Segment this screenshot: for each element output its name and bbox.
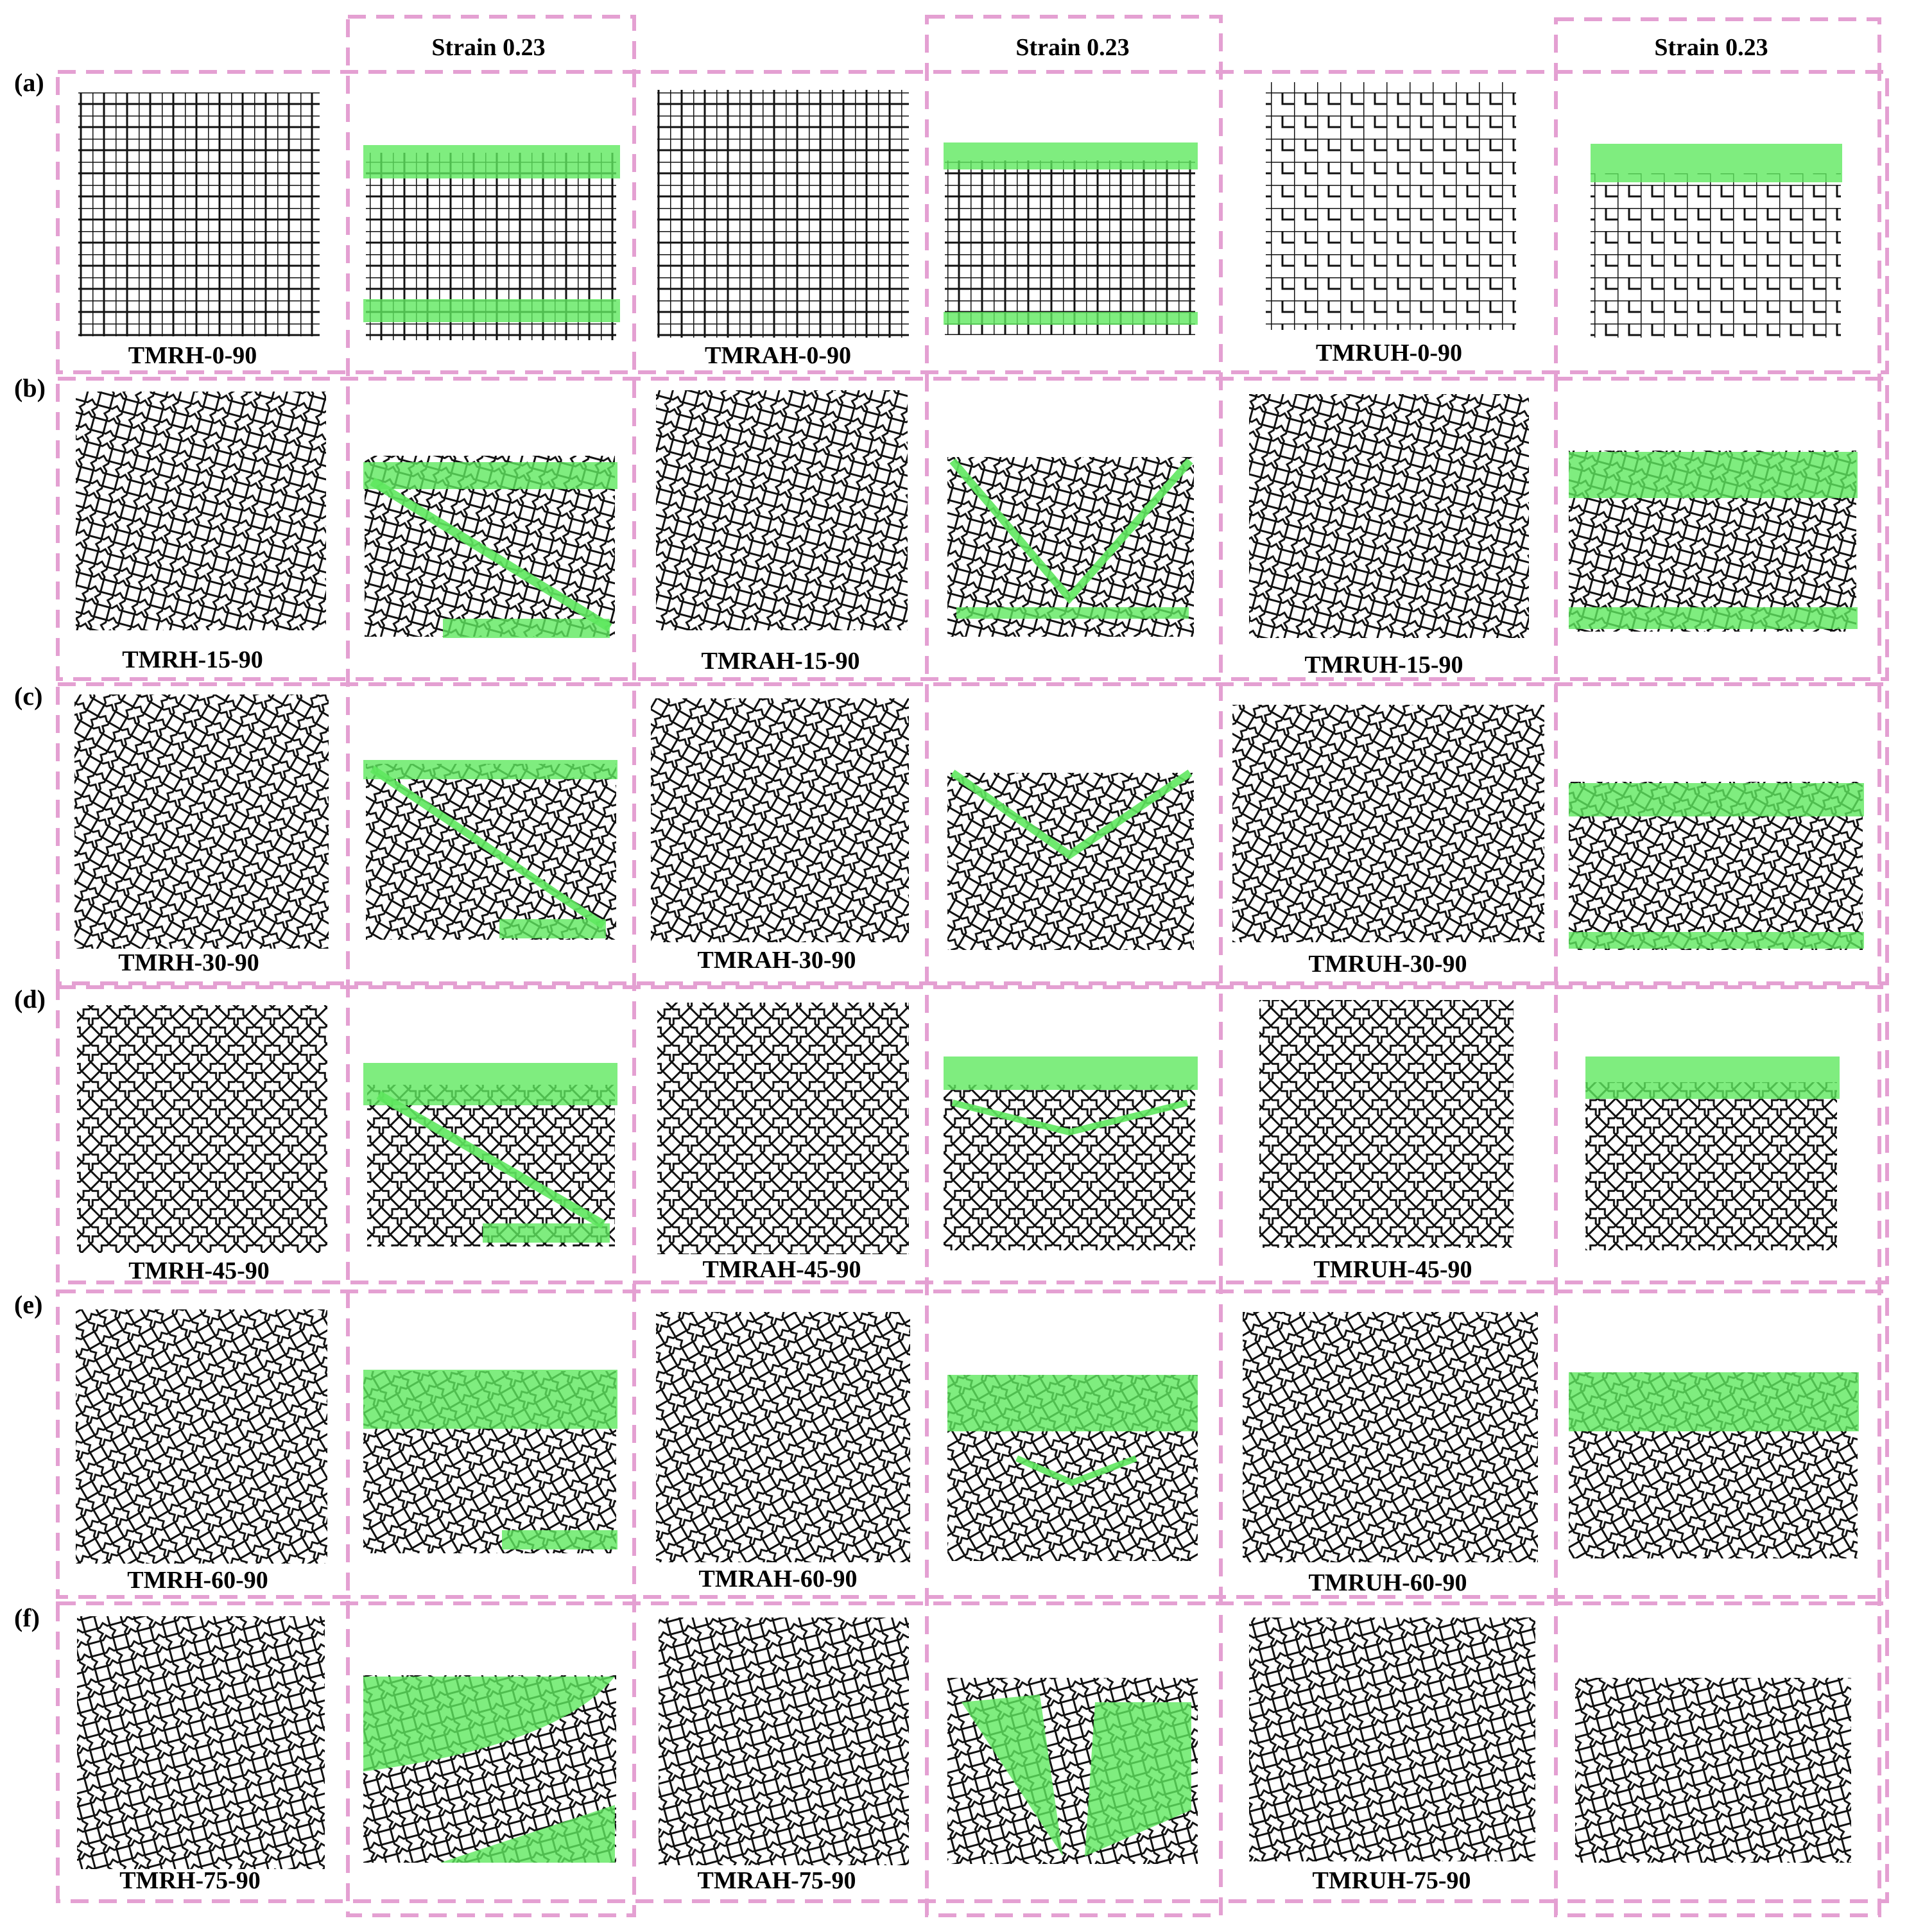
deformed-lattice-tmruh-45-90 <box>1585 1082 1837 1250</box>
caption-tmrah-15-90: TMRAH-15-90 <box>702 648 860 675</box>
shear-band <box>370 766 606 929</box>
caption-tmrah-45-90: TMRAH-45-90 <box>703 1256 861 1283</box>
shear-band <box>947 1375 1198 1431</box>
shear-band <box>950 770 1193 860</box>
lattice-tmruh-60-90 <box>1243 1312 1538 1562</box>
lattice-tmrh-45-90 <box>77 1005 327 1253</box>
panel-frames <box>56 15 1889 1917</box>
shear-band <box>363 462 617 489</box>
shear-band <box>944 312 1198 325</box>
caption-tmrah-60-90: TMRAH-60-90 <box>699 1565 858 1592</box>
lattice-tmruh-15-90 <box>1249 394 1529 638</box>
row-label-f: (f) <box>14 1603 40 1632</box>
row-label-d: (d) <box>14 985 46 1013</box>
deformed-lattice-tmruh-75-90 <box>1575 1678 1851 1863</box>
strain-header-2: Strain 0.23 <box>1015 34 1129 61</box>
shear-band <box>962 1695 1063 1856</box>
shear-band <box>1569 607 1858 629</box>
lattice-tmrh-60-90 <box>76 1309 327 1564</box>
shear-band <box>502 1530 617 1549</box>
lattice-tmruh-75-90 <box>1249 1617 1535 1861</box>
strain-header-1: Strain 0.23 <box>431 34 545 61</box>
caption-tmruh-15-90: TMRUH-15-90 <box>1305 651 1463 678</box>
shear-band <box>944 142 1198 169</box>
caption-tmrh-0-90: TMRH-0-90 <box>128 342 257 369</box>
caption-tmrah-75-90: TMRAH-75-90 <box>698 1867 856 1894</box>
shear-band <box>363 299 620 322</box>
caption-tmruh-60-90: TMRUH-60-90 <box>1309 1569 1467 1596</box>
caption-tmrh-60-90: TMRH-60-90 <box>127 1567 268 1594</box>
caption-tmruh-45-90: TMRUH-45-90 <box>1314 1256 1472 1283</box>
shear-band <box>499 919 606 938</box>
lattice-tmrh-30-90 <box>74 694 329 949</box>
lattice-tmrah-0-90 <box>657 90 909 338</box>
shear-band <box>944 1057 1198 1090</box>
strain-header-3: Strain 0.23 <box>1654 34 1768 61</box>
lattice-tmrh-75-90 <box>77 1616 325 1869</box>
lattice-tmrh-0-90 <box>78 92 320 336</box>
shear-band <box>951 1100 1189 1136</box>
caption-tmrh-30-90: TMRH-30-90 <box>118 949 259 976</box>
caption-tmrh-75-90: TMRH-75-90 <box>119 1867 261 1894</box>
caption-tmrh-15-90: TMRH-15-90 <box>122 646 263 673</box>
shear-band <box>363 760 617 779</box>
deformed-lattice-tmrah-0-90 <box>945 160 1195 335</box>
shear-band <box>1591 144 1842 182</box>
deformed-lattice-tmrah-15-90 <box>947 457 1194 637</box>
shear-band <box>949 458 1193 605</box>
shear-band <box>1569 1372 1859 1431</box>
shear-band <box>956 607 1189 619</box>
caption-tmrh-45-90: TMRH-45-90 <box>128 1257 270 1284</box>
shear-band <box>1015 1455 1137 1487</box>
shear-band <box>363 145 620 178</box>
shear-band <box>1569 452 1858 498</box>
caption-tmruh-75-90: TMRUH-75-90 <box>1313 1867 1471 1894</box>
lattice-tmrah-30-90 <box>651 698 909 942</box>
shear-band <box>370 478 612 632</box>
caption-tmruh-30-90: TMRUH-30-90 <box>1309 951 1467 978</box>
caption-tmrah-30-90: TMRAH-30-90 <box>698 947 856 974</box>
lattice-tmruh-30-90 <box>1232 705 1544 942</box>
row-label-b: (b) <box>14 374 46 402</box>
shear-band <box>363 1370 617 1429</box>
shear-band <box>440 1805 615 1863</box>
lattice-tmruh-0-90 <box>1266 82 1516 330</box>
shear-band <box>443 619 610 638</box>
shear-band <box>1569 932 1864 949</box>
caption-tmrah-0-90: TMRAH-0-90 <box>705 342 851 369</box>
lattice-tmrah-45-90 <box>657 1003 909 1254</box>
shear-band <box>1569 783 1864 816</box>
caption-tmruh-0-90: TMRUH-0-90 <box>1316 340 1462 367</box>
lattice-tmrah-60-90 <box>656 1312 910 1562</box>
lattice-tmrah-75-90 <box>659 1617 909 1865</box>
shear-band <box>363 1063 617 1105</box>
lattice-tmrh-15-90 <box>76 392 326 630</box>
row-label-a: (a) <box>14 68 44 97</box>
shear-band <box>483 1223 610 1243</box>
deformed-lattice-tmruh-0-90 <box>1591 173 1841 338</box>
shear-band <box>1585 1057 1840 1099</box>
shear-band <box>1085 1702 1191 1856</box>
row-label-e: (e) <box>14 1290 42 1319</box>
shear-band <box>363 1677 615 1772</box>
row-label-c: (c) <box>14 682 42 711</box>
lattice-tmruh-45-90 <box>1259 1000 1514 1248</box>
lattice-tmrah-15-90 <box>656 390 908 630</box>
shear-band <box>376 1091 606 1229</box>
